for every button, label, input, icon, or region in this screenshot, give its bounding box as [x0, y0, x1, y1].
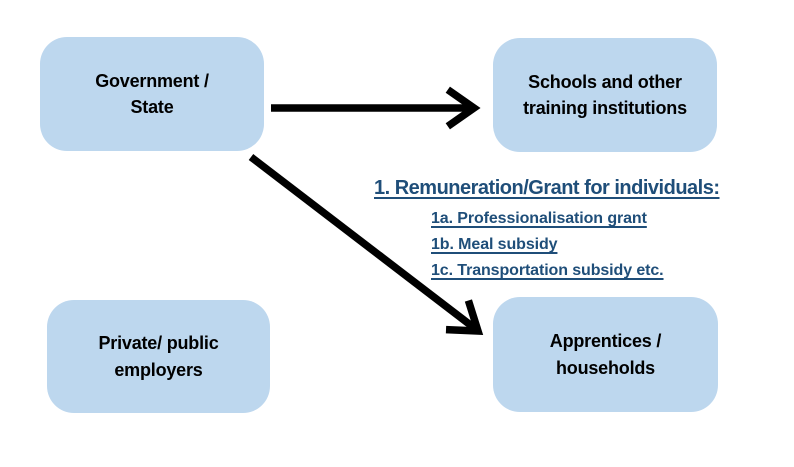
arrow-government-to-apprentices-icon [248, 154, 484, 335]
node-apprentices-households: Apprentices / households [493, 297, 718, 412]
arrow-government-to-schools-icon [271, 86, 481, 130]
annotation-item-professionalisation-grant: 1a. Professionalisation grant [431, 210, 647, 227]
annotation-item-transportation-subsidy: 1c. Transportation subsidy etc. [431, 262, 664, 279]
annotation-items-list: 1a. Professionalisation grant 1b. Meal s… [431, 206, 664, 284]
annotation-heading-remuneration: 1. Remuneration/Grant for individuals: [374, 177, 720, 199]
node-government-state: Government / State [40, 37, 264, 151]
node-schools-training-institutions: Schools and other training institutions [493, 38, 717, 152]
annotation-item-meal-subsidy: 1b. Meal subsidy [431, 236, 558, 253]
node-private-public-employers: Private/ public employers [47, 300, 270, 413]
